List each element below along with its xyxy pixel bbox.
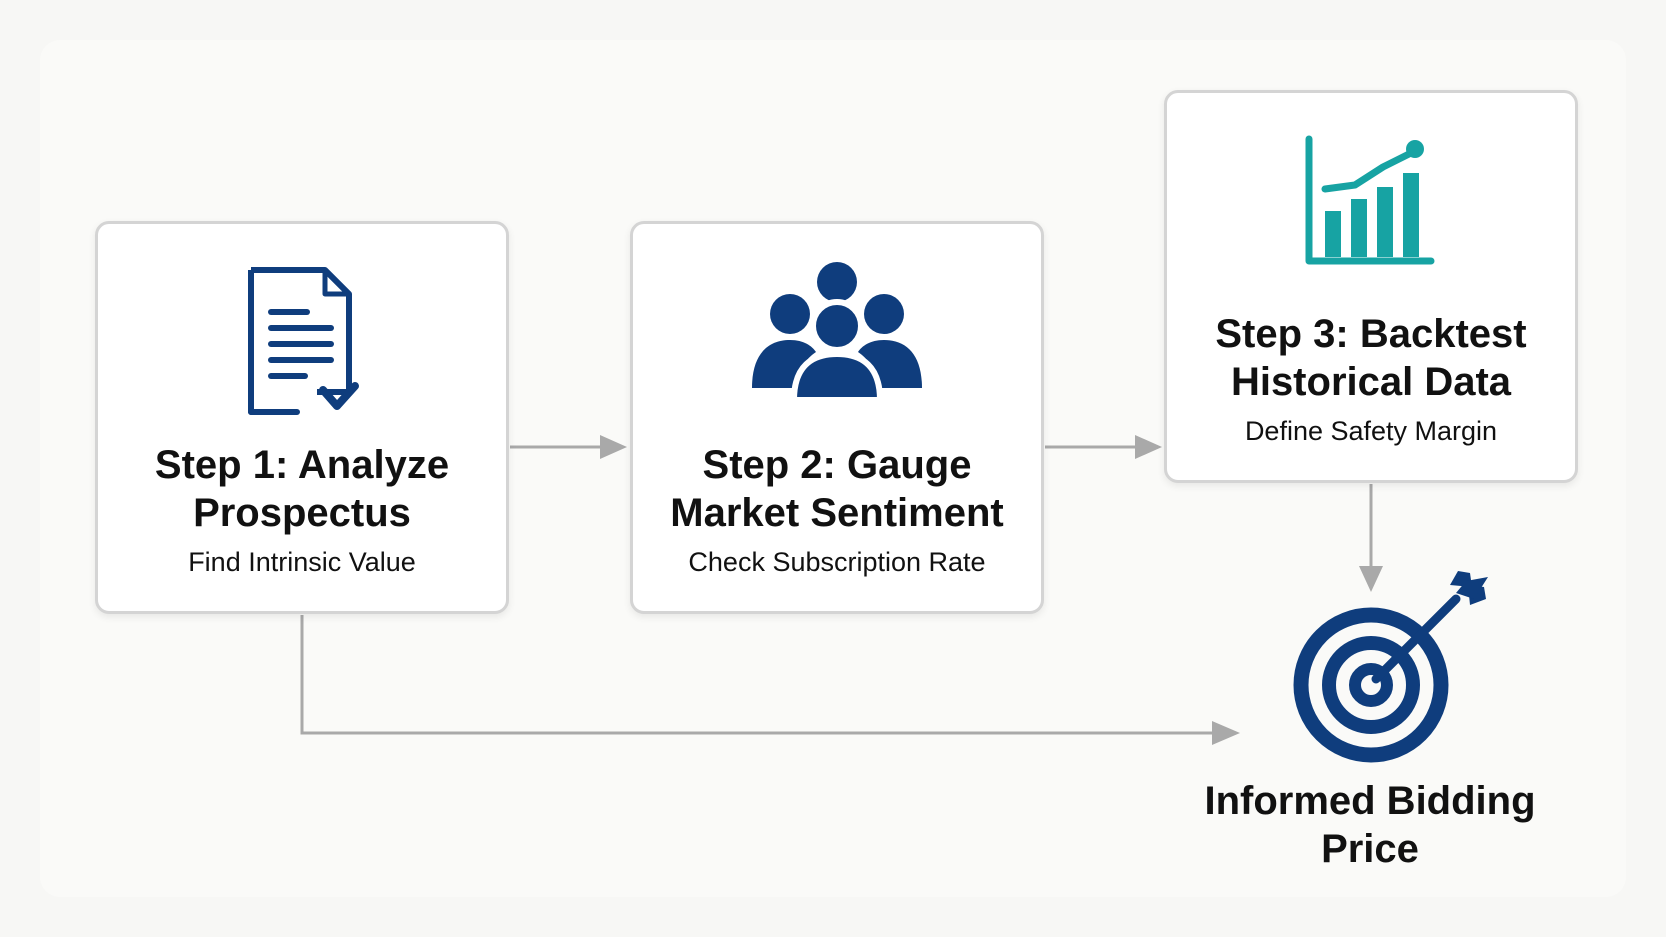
step-3-subtitle: Define Safety Margin xyxy=(1244,416,1498,446)
goal-node: Informed Bidding Price xyxy=(1170,565,1570,885)
arrowhead-step3-to-goal xyxy=(1359,566,1383,592)
step-1-card: Step 1: Analyze Prospectus Find Intrinsi… xyxy=(95,221,509,614)
step-3-card: Step 3: Backtest Historical Data Define … xyxy=(1164,90,1578,483)
step-2-title: Step 2: Gauge Market Sentiment xyxy=(670,443,1004,535)
document-check-icon xyxy=(248,267,359,415)
step-2-subtitle: Check Subscription Rate xyxy=(688,547,986,577)
goal-label: Informed Bidding Price xyxy=(1204,779,1536,871)
arrowhead-step2-to-step3 xyxy=(1135,435,1162,459)
target-arrow-icon xyxy=(1293,571,1488,763)
step-1-title: Step 1: Analyze Prospectus xyxy=(154,443,450,535)
step-2-card: Step 2: Gauge Market Sentiment Check Sub… xyxy=(630,221,1044,614)
arrowhead-step1-to-goal xyxy=(1212,721,1240,745)
step-1-subtitle: Find Intrinsic Value xyxy=(188,547,416,577)
bar-chart-trend-icon xyxy=(1305,135,1435,265)
arrow-step1-to-goal xyxy=(300,615,1212,735)
step-3-title: Step 3: Backtest Historical Data xyxy=(1215,312,1527,404)
arrowhead-step1-to-step2 xyxy=(600,435,627,459)
people-group-icon xyxy=(752,262,922,403)
